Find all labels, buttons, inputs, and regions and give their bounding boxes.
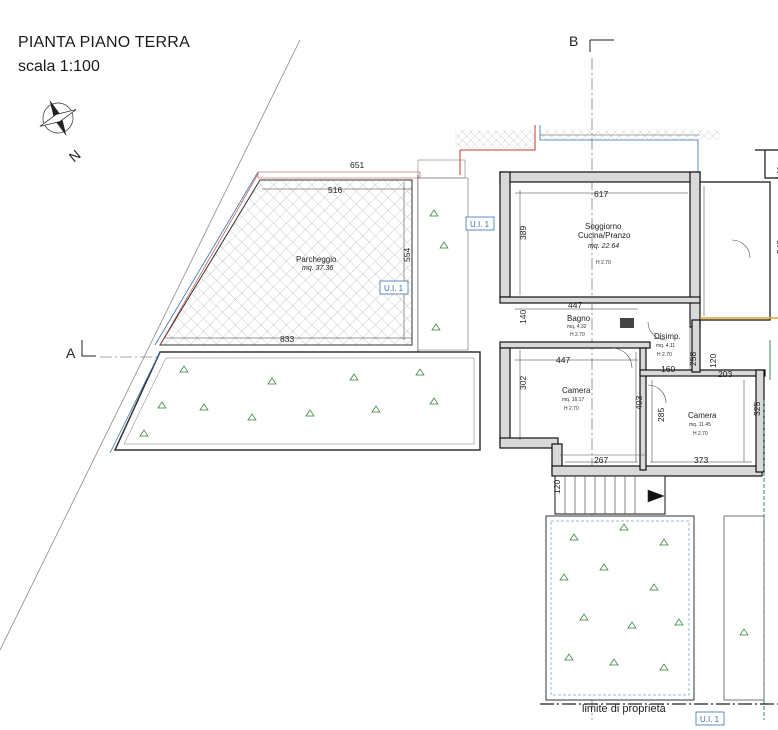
stairs: [554, 475, 666, 515]
room-camera2-name: Camera: [688, 411, 717, 420]
section-b-label: B: [569, 33, 578, 49]
dim-403: 403: [634, 396, 644, 410]
dim-389: 389: [518, 226, 528, 240]
property-limit-label: limite di proprietà: [582, 703, 667, 715]
garden-bottom: [545, 515, 695, 701]
room-bagno-height: H 2.70: [570, 332, 585, 338]
dim-373: 373: [694, 455, 708, 465]
dim-302: 302: [518, 376, 528, 390]
room-soggiorno-area: mq. 22.64: [588, 243, 619, 250]
room-soggiorno-name: Soggiorno: [585, 222, 622, 231]
svg-text:U.I. 1: U.I. 1: [470, 220, 490, 229]
ui-tag-top: U.I. 1: [465, 216, 495, 231]
dim-285: 285: [656, 408, 666, 422]
garden-left: [113, 351, 481, 451]
dim-160: 160: [661, 364, 675, 374]
room-disimp-height: H 2.70: [657, 352, 672, 358]
room-disimp-name: Disimp.: [654, 332, 681, 341]
section-a-label: A: [66, 345, 76, 361]
dim-447a: 447: [568, 300, 582, 310]
dim-258: 258: [688, 352, 698, 366]
site-boundary-line: [0, 39, 301, 651]
dim-516: 516: [328, 185, 342, 195]
room-soggiorno-name2: Cucina/Pranzo: [578, 231, 631, 240]
room-camera1-height: H 2.70: [564, 406, 579, 412]
page-title: PIANTA PIANO TERRA: [18, 34, 190, 51]
north-label: N: [66, 146, 84, 165]
room-parcheggio-name: Parcheggio: [296, 255, 337, 264]
dim-447b: 447: [556, 355, 570, 365]
svg-text:U.I. 1: U.I. 1: [700, 715, 720, 724]
dim-833: 833: [280, 334, 294, 344]
dim-651: 651: [350, 160, 364, 170]
dim-325: 325: [752, 402, 762, 416]
dim-345: 345: [775, 240, 778, 254]
ui-tag-bottom: U.I. 1: [695, 711, 725, 726]
dim-120a: 120: [708, 354, 718, 368]
room-bagno-area: mq. 4.32: [567, 324, 587, 330]
room-camera1-name: Camera: [562, 386, 591, 395]
room-camera2-area: mq. 11.45: [689, 422, 711, 428]
ui-tag-parking: U.I. 1: [379, 280, 409, 295]
grass-symbols: [139, 209, 749, 671]
dim-267: 267: [594, 455, 608, 465]
dim-617: 617: [594, 189, 608, 199]
svg-text:U.I. 1: U.I. 1: [384, 284, 404, 293]
room-soggiorno-height: H 2.70: [596, 260, 611, 266]
dim-203: 203: [718, 369, 732, 379]
dim-120b: 120: [552, 480, 562, 494]
dim-554: 554: [402, 248, 412, 262]
room-camera2-height: H 2.70: [693, 431, 708, 437]
dim-141: 141: [775, 166, 778, 180]
room-parcheggio-area: mq. 37.36: [302, 265, 333, 272]
room-bagno-name: Bagno: [567, 314, 591, 323]
scale-label: scala 1:100: [18, 58, 100, 75]
parking-area: [159, 179, 413, 346]
room-disimp-area: mq. 4.11: [656, 343, 675, 349]
dim-140: 140: [518, 310, 528, 324]
north-arrow-icon: [39, 99, 77, 137]
room-camera1-area: mq. 16.17: [562, 397, 584, 403]
